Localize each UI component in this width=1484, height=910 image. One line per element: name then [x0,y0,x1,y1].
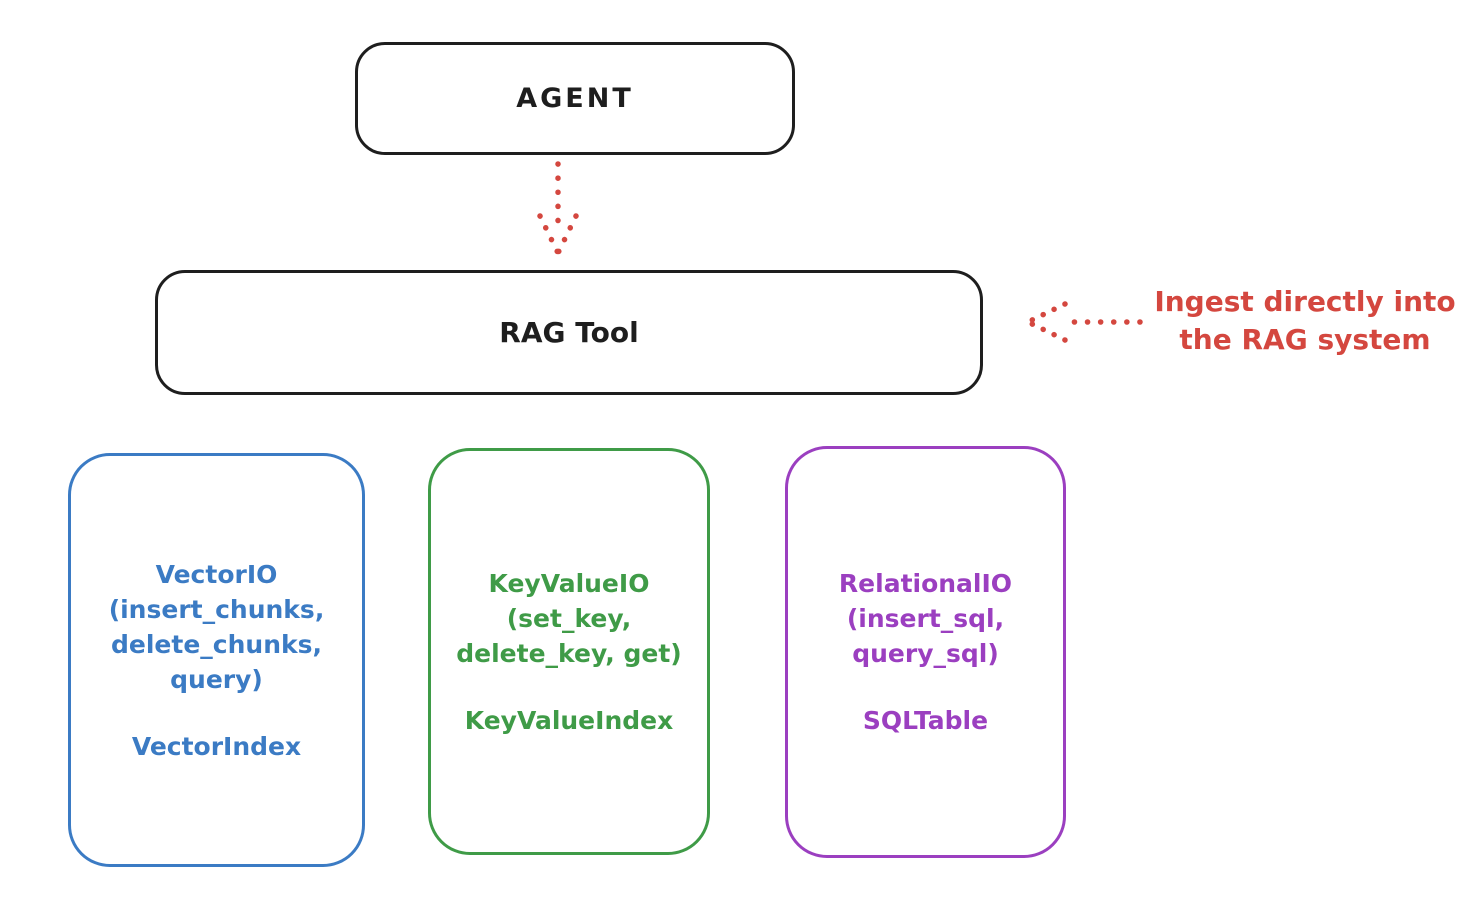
agent-to-ragtool-arrow [537,161,579,256]
agent-label: AGENT [516,83,634,114]
rag-tool-node: RAG Tool [155,270,983,395]
backend-card-relationalio: RelationalIO (insert_sql, query_sql) SQL… [785,446,1066,858]
arrow-head-right-wing [555,213,579,256]
backend-card-vectorio: VectorIO (insert_chunks, delete_chunks, … [68,453,365,867]
ingest-annotation: Ingest directly into the RAG system [1135,283,1475,359]
backend-methods: (insert_chunks, delete_chunks, query) [108,594,325,694]
backend-title: VectorIO [155,559,278,589]
backend-card-content: RelationalIO (insert_sql, query_sql) SQL… [800,566,1052,738]
ingest-annotation-line-1: Ingest directly into [1154,285,1456,318]
arrow-head-left-wing [537,213,561,256]
arrow-head-upper-wing [1025,301,1068,325]
backend-title: KeyValueIO [488,568,650,598]
agent-node: AGENT [355,42,795,155]
backend-methods: (insert_sql, query_sql) [846,604,1005,668]
backend-card-content: KeyValueIO (set_key, delete_key, get) Ke… [443,566,695,738]
backend-title: RelationalIO [838,569,1013,598]
backend-card-keyvalueio: KeyValueIO (set_key, delete_key, get) Ke… [428,448,710,855]
backend-card-content: VectorIO (insert_chunks, delete_chunks, … [91,557,343,764]
rag-tool-label: RAG Tool [499,316,639,349]
arrow-head-lower-wing [1025,319,1068,343]
backend-index-class: VectorIndex [131,731,302,761]
ingest-annotation-line-2: the RAG system [1179,323,1431,356]
ingest-arrow [1025,301,1143,343]
backend-methods: (set_key, delete_key, get) [456,603,682,668]
backend-index-class: KeyValueIndex [464,705,674,735]
backend-index-class: SQLTable [862,706,989,735]
